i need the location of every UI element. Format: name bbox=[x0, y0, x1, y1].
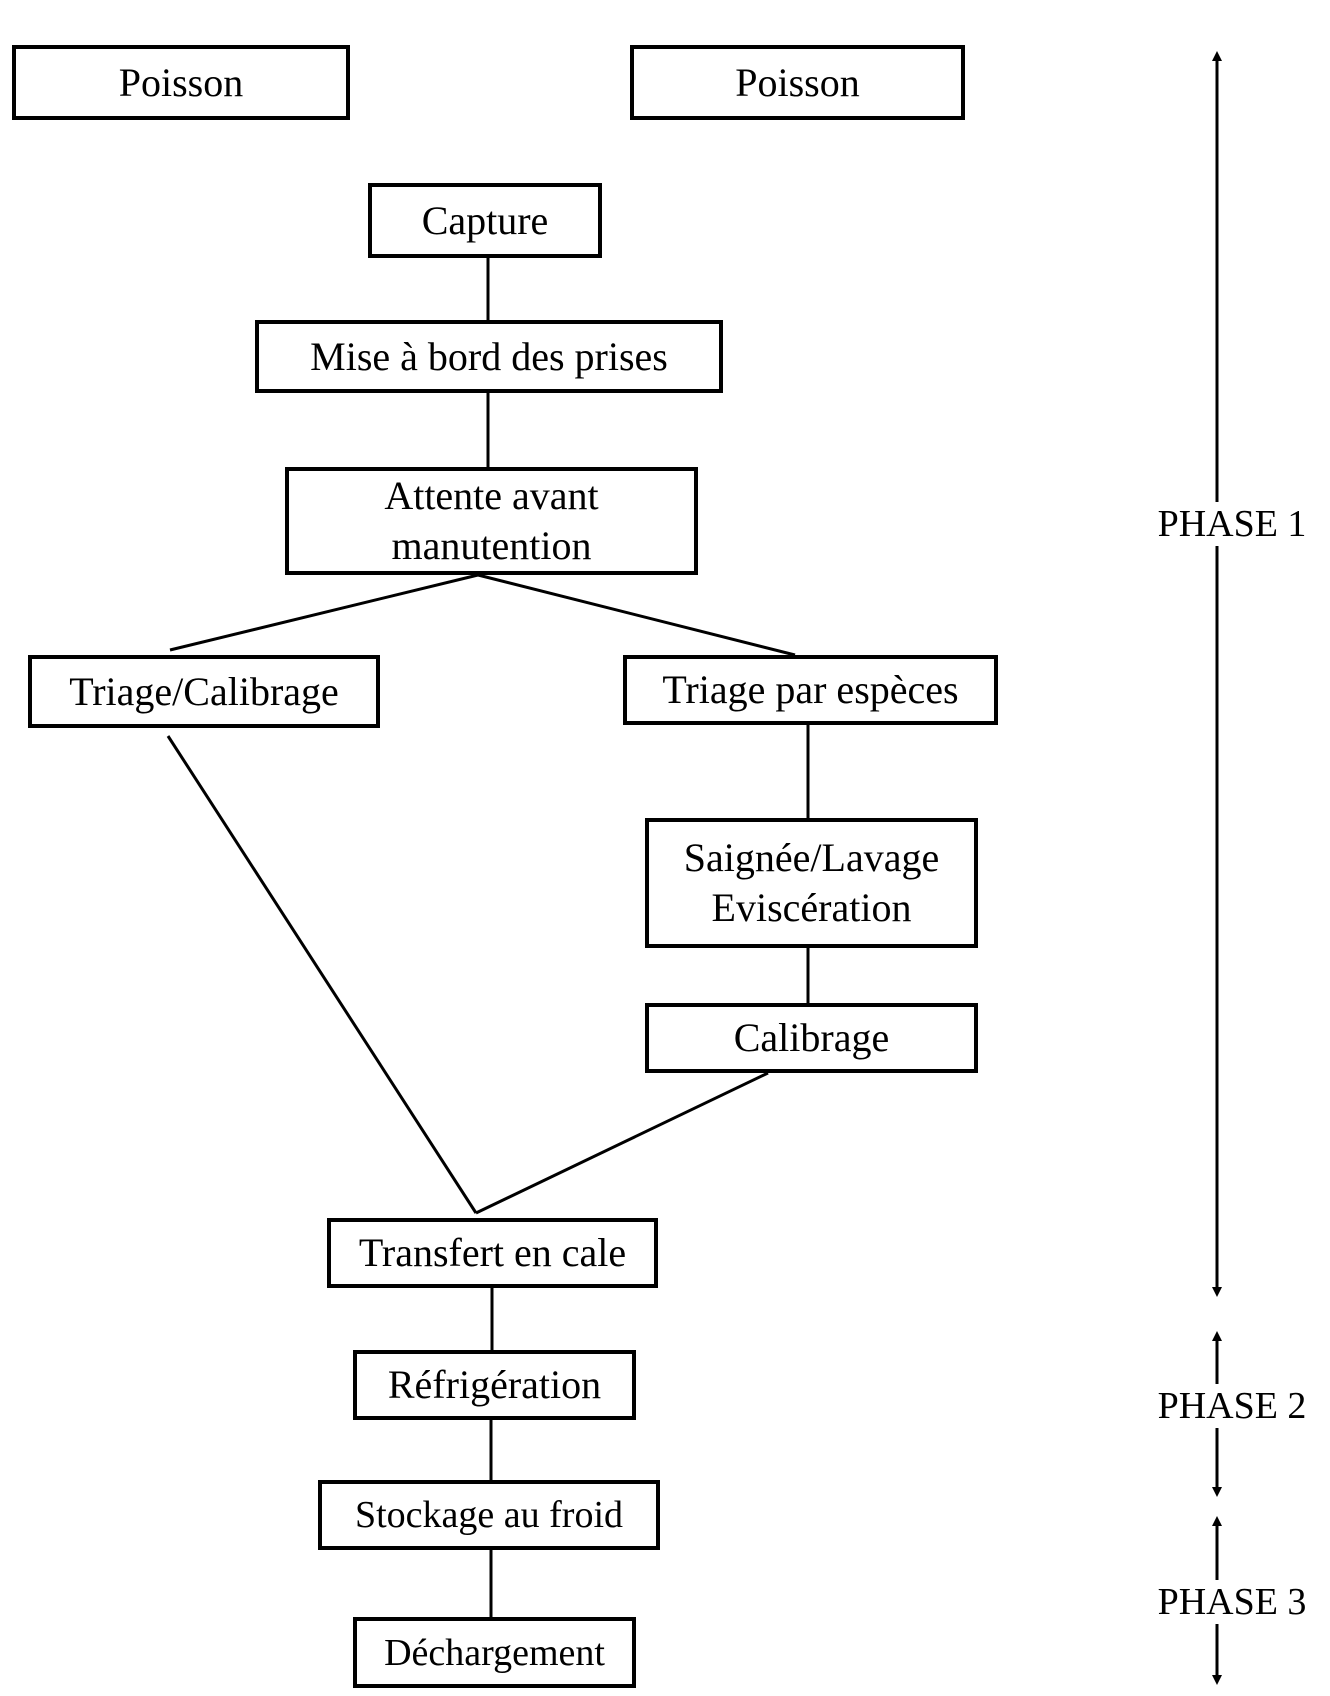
step-transfert: Transfert en cale bbox=[327, 1218, 658, 1288]
source-poisson-right: Poisson bbox=[630, 45, 965, 120]
connector-attente-triage-especes bbox=[477, 573, 796, 657]
step-capture: Capture bbox=[368, 183, 602, 258]
step-dechargement: Déchargement bbox=[353, 1617, 636, 1688]
step-triage-especes: Triage par espèces bbox=[623, 655, 998, 725]
source-poisson-left: Poisson bbox=[12, 45, 350, 120]
step-refrigeration: Réfrigération bbox=[353, 1350, 636, 1420]
step-mise-a-bord: Mise à bord des prises bbox=[255, 320, 723, 393]
step-saignee-lavage: Saignée/Lavage Eviscération bbox=[645, 818, 978, 948]
connector-calibrage-transfert bbox=[475, 1071, 769, 1215]
saignee-line-2: Eviscération bbox=[711, 885, 912, 930]
step-calibrage: Calibrage bbox=[645, 1003, 978, 1073]
step-triage-calibrage: Triage/Calibrage bbox=[28, 655, 380, 728]
phase-3-label: PHASE 3 bbox=[1153, 1580, 1311, 1624]
phase-2-label: PHASE 2 bbox=[1153, 1384, 1311, 1428]
attente-line-2: manutention bbox=[391, 523, 592, 568]
phase-1-label: PHASE 1 bbox=[1153, 502, 1311, 546]
step-stockage: Stockage au froid bbox=[318, 1480, 660, 1550]
connector-attente-triage-calibrage bbox=[169, 573, 479, 652]
connector-triage-calibrage-transfert bbox=[166, 735, 478, 1214]
saignee-line-1: Saignée/Lavage bbox=[683, 835, 940, 880]
attente-line-1: Attente avant bbox=[384, 473, 599, 518]
step-attente: Attente avant manutention bbox=[285, 467, 698, 575]
